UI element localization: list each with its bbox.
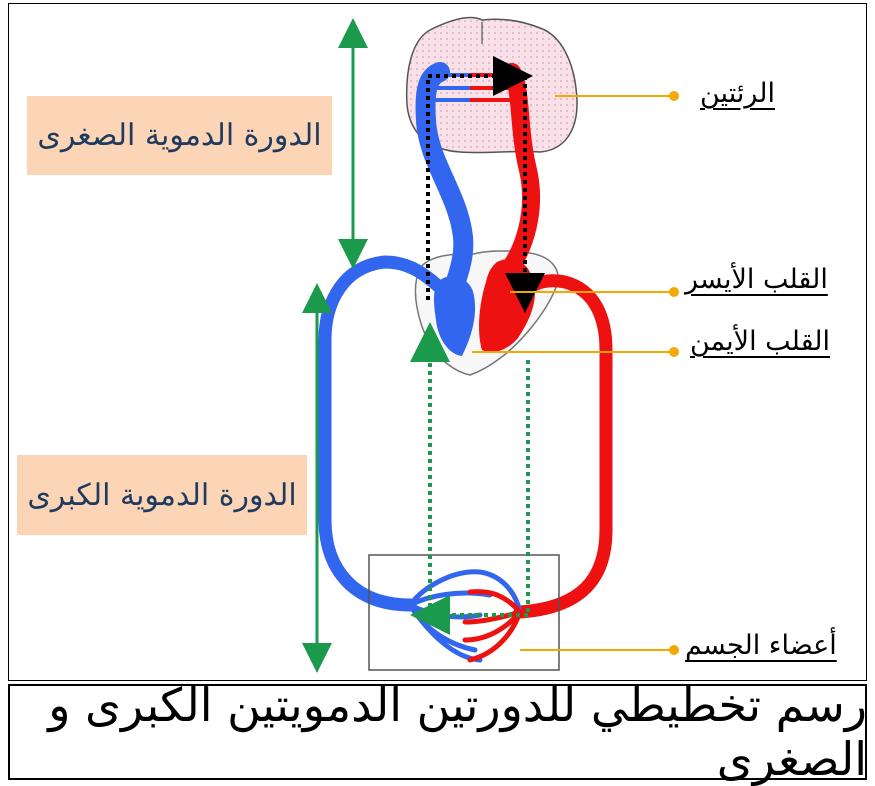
lungs-label: الرئتين <box>700 78 775 109</box>
body-organs-label: أعضاء الجسم <box>685 630 837 661</box>
lungs-shape <box>405 16 578 154</box>
caption-frame <box>8 684 867 780</box>
diagram-frame <box>8 3 867 681</box>
aorta <box>513 274 613 619</box>
systemic-path-arrows <box>410 322 530 635</box>
big-circulation-label: الدورة الدموية الكبرى <box>17 455 307 535</box>
pulmonary-path-arrows <box>426 56 545 313</box>
small-circulation-label: الدورة الدموية الصغرى <box>27 96 332 175</box>
diagram-caption: رسم تخطيطي للدورتين الدمويتين الكبرى و ا… <box>48 678 867 786</box>
right-heart-label: القلب الأيمن <box>690 326 830 357</box>
body-organs-box <box>368 554 560 671</box>
left-heart-label: القلب الأيسر <box>685 264 828 295</box>
leader-lines <box>472 91 679 655</box>
